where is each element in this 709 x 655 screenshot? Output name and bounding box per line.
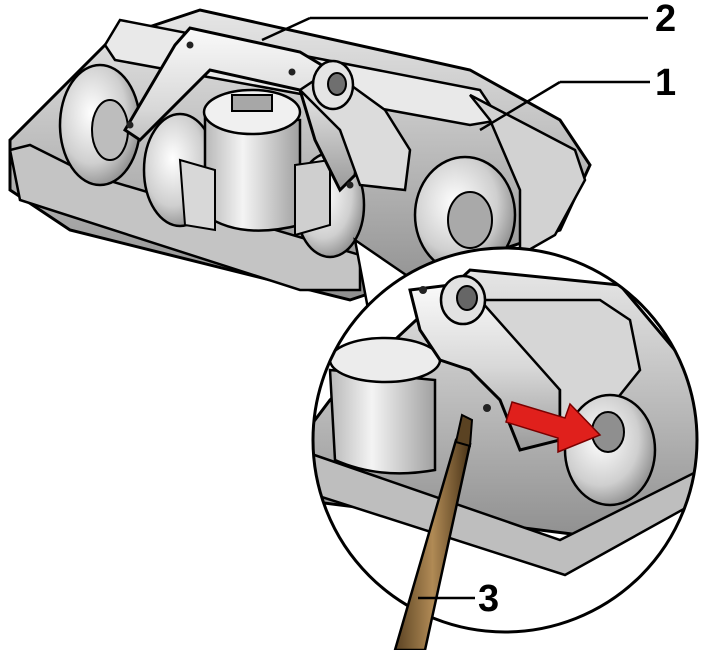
left-disc-hub (91, 99, 129, 161)
zoom-cylinder-cap (328, 336, 442, 384)
callout-label-1: 1 (655, 62, 677, 104)
zoom-circle-outline (311, 246, 699, 634)
leader-line-2 (261, 16, 311, 42)
callout-label-3: 3 (478, 578, 500, 620)
cylinder-flange-left (178, 158, 216, 232)
screwdriver-tip (454, 413, 474, 448)
zoom-pin-hole (456, 285, 478, 311)
main-assembly (8, 8, 592, 302)
tray-right-end (469, 93, 587, 258)
callout-label-2: 2 (655, 0, 677, 40)
rivet (346, 181, 354, 189)
rivet (483, 404, 491, 412)
red-right-arrow-icon (505, 401, 602, 454)
right-disc-hub (447, 191, 493, 249)
bracket-pin-hole (327, 72, 347, 96)
rivet (186, 41, 194, 49)
zoom-cylinder (328, 368, 437, 475)
cylinder-flange-right (294, 158, 331, 237)
leader-line-1 (479, 80, 561, 132)
rivet (419, 286, 427, 294)
cap-slot (231, 94, 273, 112)
zoom-detail (311, 246, 699, 652)
rivet (126, 121, 134, 129)
rivet (288, 68, 296, 76)
zoom-front-lip (313, 448, 697, 577)
